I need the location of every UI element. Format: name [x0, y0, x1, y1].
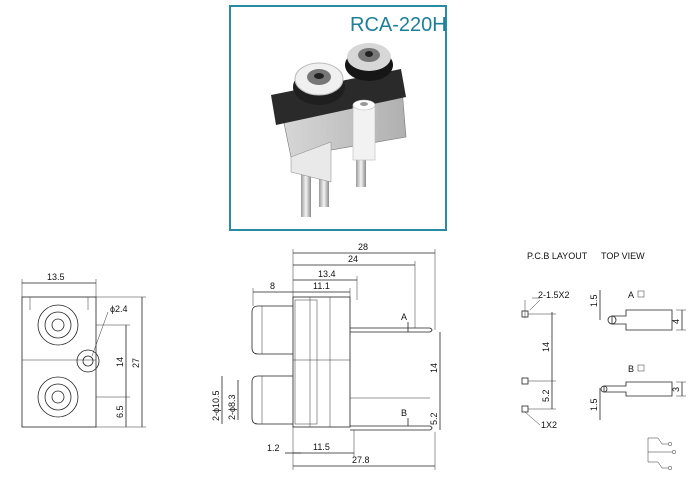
- side-label-a: A: [401, 312, 407, 322]
- model-title: RCA-220H: [350, 14, 447, 36]
- side-dim-11-1: 11.1: [313, 281, 330, 291]
- side-dim-1-2: 1.2: [267, 443, 280, 453]
- side-view: 28 24 13.4 8 11.1 A B 14 5.2 2-ϕ10.5 2-ϕ…: [211, 242, 441, 470]
- pin-b-dim-3: 3: [671, 387, 681, 392]
- side-dim-2phi10-5: 2-ϕ10.5: [211, 390, 221, 421]
- front-view: 13.5 ϕ2.4 14 27 6.5: [21, 272, 146, 428]
- pin-a-dim-4: 4: [671, 319, 681, 324]
- pcb-slot-top: 2-1.5X2: [538, 290, 570, 300]
- front-offset-dim: 6.5: [115, 405, 125, 418]
- pcb-dim-1-5-top: 1.5: [589, 294, 599, 307]
- side-dim-2phi8-3: 2-ϕ8.3: [227, 394, 237, 420]
- top-view-header: TOP VIEW: [601, 251, 645, 261]
- schematic-symbol: [647, 437, 677, 471]
- pin-b-label: B: [628, 364, 634, 374]
- front-hole-dim: ϕ2.4: [110, 304, 128, 314]
- pin-a-label: A: [628, 290, 634, 300]
- pcb-dim-5-2: 5.2: [541, 389, 551, 402]
- side-dim-8: 8: [270, 281, 275, 291]
- pcb-dim-1-5-bottom: 1.5: [589, 398, 599, 411]
- rca-jack-product-illustration: [271, 43, 407, 217]
- side-dim-11-5: 11.5: [313, 442, 330, 452]
- front-pitch-dim: 14: [115, 357, 125, 367]
- side-dim-27-8: 27.8: [352, 455, 370, 465]
- front-height-dim: 27: [131, 358, 141, 368]
- front-width-dim: 13.5: [47, 272, 65, 282]
- side-dim-5-2: 5.2: [429, 412, 439, 425]
- pcb-layout: P.C.B LAYOUT TOP VIEW 2-1.5X2 14 5.2 1X2…: [521, 251, 686, 471]
- side-dim-28: 28: [358, 242, 368, 252]
- side-dim-13-4: 13.4: [318, 269, 336, 279]
- pcb-dim-14: 14: [541, 342, 551, 352]
- side-dim-14: 14: [429, 363, 439, 373]
- pcb-slot-bottom: 1X2: [541, 420, 557, 430]
- product-photo-frame: [229, 5, 447, 231]
- side-label-b: B: [401, 408, 407, 418]
- pcb-layout-header: P.C.B LAYOUT: [527, 251, 588, 261]
- side-dim-24: 24: [348, 254, 358, 264]
